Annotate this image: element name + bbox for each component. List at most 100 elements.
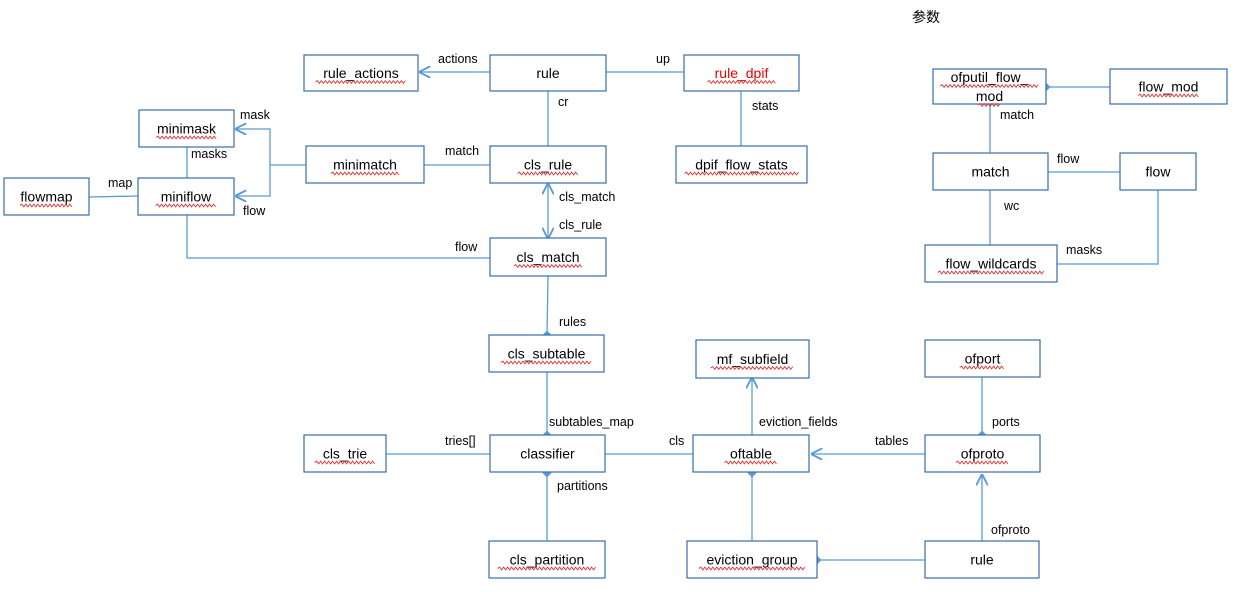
node-label: miniflow — [161, 189, 212, 205]
node-label: match — [971, 164, 1009, 180]
node-label: oftable — [730, 446, 772, 462]
node-box — [489, 434, 606, 473]
label-stats: stats — [752, 99, 778, 113]
node-label: flow_wildcards — [945, 256, 1036, 272]
label-cls: cls — [669, 434, 684, 448]
node-cls-rule: cls_rule — [489, 145, 607, 184]
node-box — [932, 152, 1049, 191]
node-box — [138, 109, 235, 148]
node-label: classifier — [520, 446, 575, 462]
node-box — [303, 434, 387, 473]
label-mask: mask — [240, 108, 271, 122]
node-ofproto: ofproto — [924, 434, 1041, 473]
node-flow-wildcards: flow_wildcards — [924, 244, 1058, 283]
node-dpif-flow-stats: dpif_flow_stats — [675, 145, 808, 184]
spellcheck-underline — [698, 566, 806, 571]
spellcheck-underline — [330, 171, 400, 176]
label-flow-right: flow — [1057, 152, 1080, 166]
node-label: flow_mod — [1139, 79, 1199, 95]
node-box — [1109, 68, 1228, 105]
spellcheck-underline — [19, 203, 73, 208]
node-flow-mod: flow_mod — [1109, 68, 1228, 105]
node-cls-partition: cls_partition — [488, 540, 606, 579]
node-label: flowmap — [20, 189, 72, 205]
node-oftable: oftable — [692, 434, 810, 473]
spellcheck-underline — [939, 83, 1039, 89]
node-cls-trie: cls_trie — [303, 434, 387, 473]
node-box — [1119, 152, 1197, 191]
spellcheck-underline — [155, 135, 217, 140]
label-rules: rules — [559, 315, 586, 329]
spellcheck-underline — [977, 102, 1001, 108]
node-box — [692, 434, 810, 473]
node-box — [695, 339, 810, 379]
node-label: cls_trie — [323, 446, 368, 462]
node-label: dpif_flow_stats — [695, 157, 788, 173]
node-label: flow — [1146, 164, 1172, 180]
node-cls-match: cls_match — [489, 237, 607, 277]
node-box — [489, 145, 607, 184]
node-eviction-group: eviction_group — [686, 540, 818, 579]
spellcheck-underline — [959, 365, 1005, 370]
spellcheck-underline — [955, 460, 1009, 465]
spellcheck-underline — [707, 79, 776, 85]
label-subtables-map: subtables_map — [549, 415, 634, 429]
node-box — [683, 54, 800, 92]
label-masks-right: masks — [1066, 243, 1102, 257]
node-minimatch: minimatch — [305, 145, 425, 184]
edge-miniflow-flowmap — [88, 195, 139, 198]
label-eviction-fields: eviction_fields — [759, 415, 838, 429]
label-tables: tables — [875, 434, 908, 448]
node-label: minimask — [157, 121, 217, 137]
spellcheck-underline — [315, 79, 406, 85]
node-flowmap: flowmap — [3, 177, 90, 216]
node-label: cls_partition — [510, 552, 585, 568]
label-ports: ports — [992, 415, 1020, 429]
node-label: ofport — [965, 351, 1001, 367]
node-box — [686, 540, 818, 579]
node-ofputil-flow-mod: ofputil_flow_mod — [932, 68, 1047, 108]
label-actions: actions — [438, 52, 478, 66]
spellcheck-underline — [497, 566, 596, 571]
label-cr: cr — [558, 95, 568, 109]
spellcheck-underline — [684, 171, 799, 176]
node-label: ofputil_flow_ — [951, 69, 1029, 85]
label-ofproto: ofproto — [991, 523, 1030, 537]
node-rule2: rule — [924, 540, 1040, 579]
edge-clsmatch-subtable — [542, 275, 552, 340]
label-tries: tries[] — [445, 434, 476, 448]
node-label: mf_subfield — [717, 351, 789, 367]
edge-minimatch-mask — [236, 129, 306, 166]
label-map: map — [108, 176, 132, 190]
node-rule-dpif: rule_dpif — [683, 54, 800, 92]
node-label: eviction_group — [706, 552, 797, 568]
spellcheck-underline — [513, 263, 583, 269]
spellcheck-underline — [710, 365, 794, 371]
spellcheck-underline — [937, 270, 1045, 275]
node-classifier: classifier — [489, 434, 606, 473]
node-box — [489, 54, 607, 92]
label-wc: wc — [1003, 199, 1019, 213]
node-ofport: ofport — [924, 339, 1041, 378]
label-flow-mini: flow — [243, 204, 266, 218]
node-minimask: minimask — [138, 109, 235, 148]
label-match-right: match — [1000, 108, 1034, 122]
node-box — [137, 177, 235, 216]
node-box — [924, 540, 1040, 579]
label-cls-match: cls_match — [559, 190, 615, 204]
node-label: mod — [976, 88, 1003, 104]
node-label: cls_subtable — [508, 346, 586, 362]
node-box — [924, 434, 1041, 473]
node-label: cls_rule — [524, 157, 572, 173]
node-box — [675, 145, 808, 184]
label-cls-rule: cls_rule — [559, 218, 602, 232]
label-match: match — [445, 144, 479, 158]
node-box — [3, 177, 90, 216]
node-mf-subfield: mf_subfield — [695, 339, 810, 379]
node-box — [303, 54, 419, 92]
node-miniflow: miniflow — [137, 177, 235, 216]
node-flow: flow — [1119, 152, 1197, 191]
spellcheck-underline — [500, 360, 592, 365]
spellcheck-underline — [314, 460, 375, 465]
edge-minimatch-flow — [236, 165, 271, 196]
